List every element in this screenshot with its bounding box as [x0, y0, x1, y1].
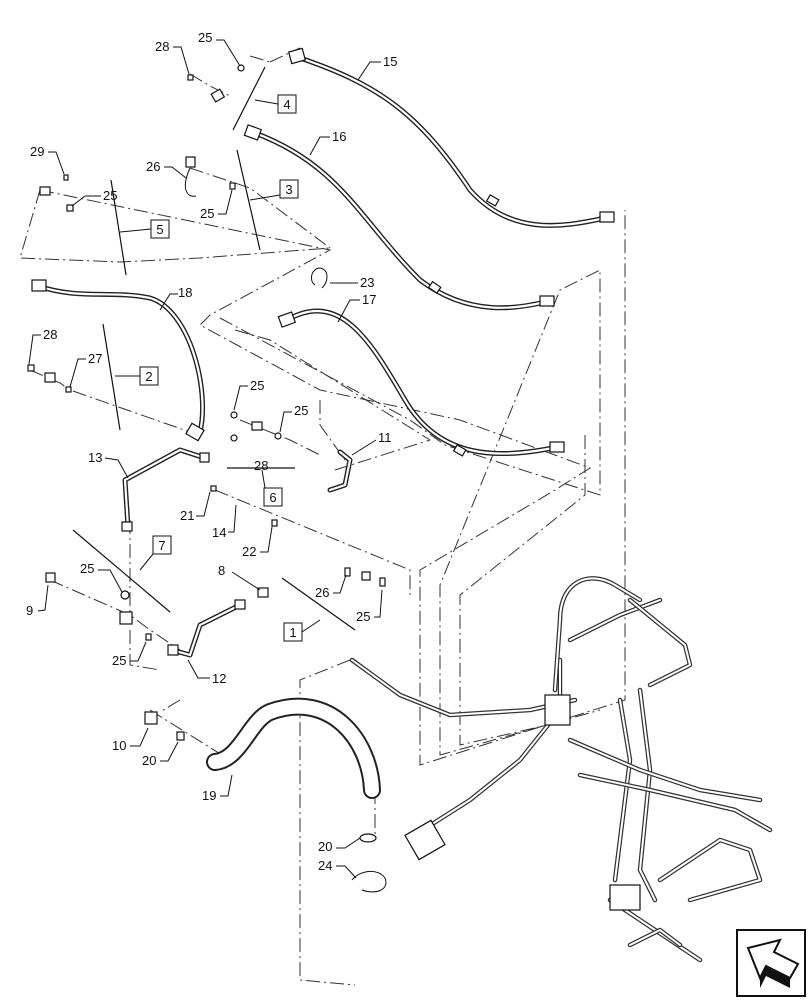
callout-28-a: 28	[155, 39, 169, 54]
arrow-direction-icon	[736, 929, 806, 997]
box-5: 5	[119, 219, 170, 239]
hose-17	[277, 308, 565, 457]
fitting-11	[327, 449, 353, 493]
svg-text:2: 2	[145, 369, 152, 384]
callout-26-b: 26	[315, 585, 329, 600]
box-7: 7	[139, 535, 172, 571]
callout-25-d: 25	[250, 378, 264, 393]
callout-26-a: 26	[146, 159, 160, 174]
hydraulic-harness-assembly	[349, 576, 773, 963]
svg-text:6: 6	[269, 490, 276, 505]
small-parts	[27, 64, 387, 893]
callout-10: 10	[112, 738, 126, 753]
callout-25-e: 25	[294, 403, 308, 418]
callout-labels: 8 9 10 11 12 13 14 15 16 17 18 19 20 20 …	[26, 30, 397, 879]
callout-23: 23	[360, 275, 374, 290]
callout-21: 21	[180, 508, 194, 523]
svg-text:7: 7	[158, 538, 165, 553]
callout-28-b: 28	[254, 458, 268, 473]
box-4: 4	[254, 94, 297, 114]
callout-18: 18	[178, 285, 192, 300]
svg-text:5: 5	[156, 222, 163, 237]
hose-19	[206, 697, 381, 799]
hose-18	[31, 279, 206, 442]
callout-12: 12	[212, 671, 226, 686]
box-3: 3	[249, 179, 299, 201]
box-6: 6	[261, 469, 283, 507]
callout-28-c: 28	[43, 327, 57, 342]
callout-25-h: 25	[356, 609, 370, 624]
hose-15	[287, 47, 615, 228]
callout-20-lower: 20	[318, 839, 332, 854]
callout-27: 27	[88, 351, 102, 366]
callout-25-f: 25	[80, 561, 94, 576]
svg-text:3: 3	[285, 182, 292, 197]
callout-25-c: 25	[200, 206, 214, 221]
box-1: 1	[283, 619, 321, 642]
tube-13	[121, 447, 210, 532]
callout-24: 24	[318, 858, 332, 873]
callout-11: 11	[378, 430, 392, 445]
callout-17: 17	[362, 292, 376, 307]
callout-25-b: 25	[103, 188, 117, 203]
callout-20-upper: 20	[142, 753, 156, 768]
callout-9: 9	[26, 603, 33, 618]
callout-29: 29	[30, 144, 44, 159]
callout-13: 13	[88, 450, 102, 465]
callout-19: 19	[202, 788, 216, 803]
callout-25-g: 25	[112, 653, 126, 668]
callout-14: 14	[212, 525, 226, 540]
tube-12	[167, 599, 246, 658]
callout-8: 8	[218, 563, 225, 578]
box-2: 2	[115, 366, 159, 386]
svg-text:4: 4	[283, 97, 290, 112]
svg-text:1: 1	[289, 625, 296, 640]
callout-22: 22	[242, 544, 256, 559]
callout-25-a: 25	[198, 30, 212, 45]
callout-15: 15	[383, 54, 397, 69]
callout-16: 16	[332, 129, 346, 144]
hose-16	[243, 124, 555, 311]
group-brackets	[72, 66, 356, 631]
